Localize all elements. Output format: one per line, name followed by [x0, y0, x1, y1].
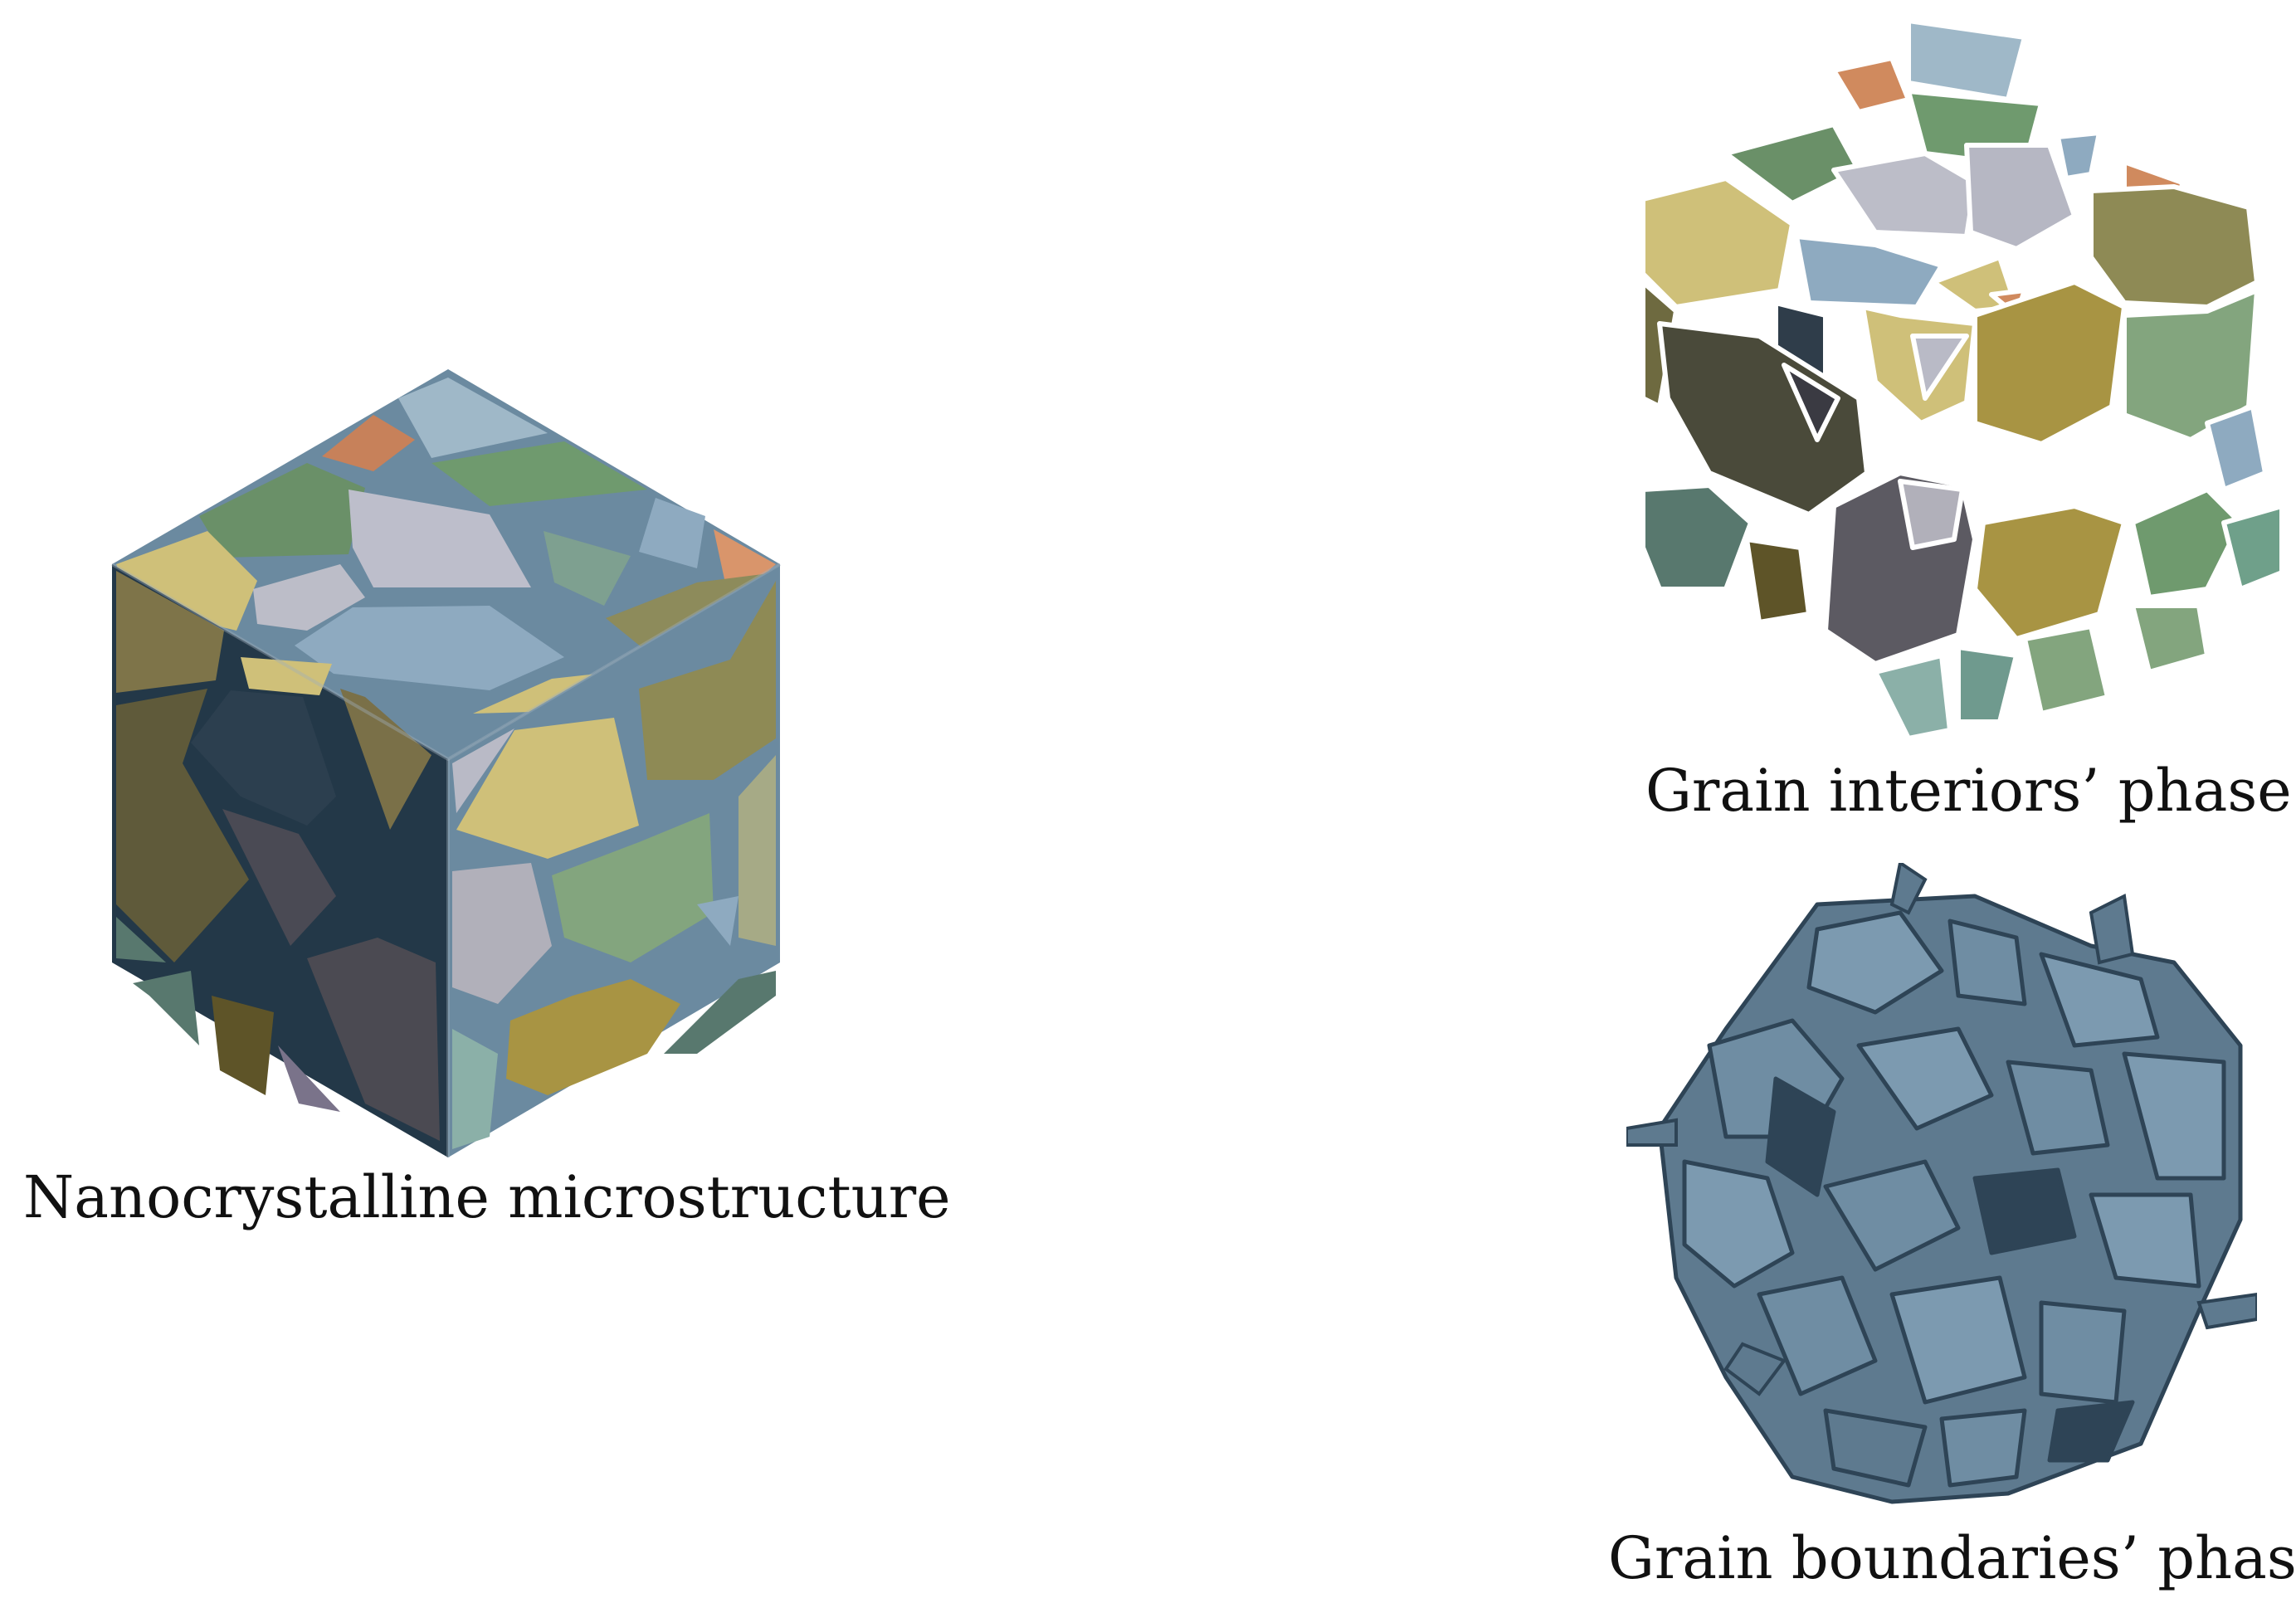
- grain: [322, 415, 415, 471]
- grain: [473, 674, 597, 714]
- grain: [452, 1029, 498, 1149]
- grain: [307, 938, 440, 1141]
- grain: [1956, 645, 2019, 724]
- boundary-cell: [1765, 1076, 1836, 1197]
- grain: [116, 571, 224, 693]
- grain: [1898, 479, 1965, 550]
- grain: [1964, 143, 2077, 251]
- grain: [199, 463, 365, 558]
- grain: [2221, 504, 2284, 592]
- grain: [452, 728, 514, 813]
- grain: [1972, 280, 2127, 446]
- grain: [2130, 603, 2210, 675]
- grain: [544, 531, 631, 606]
- grain: [506, 979, 680, 1095]
- grain: [212, 996, 274, 1095]
- grain: [552, 813, 714, 962]
- boundary-plate: [2089, 893, 2135, 965]
- boundary-cell: [1947, 919, 2027, 1006]
- boundary-plate: [1626, 1118, 1678, 1147]
- grain: [2055, 130, 2102, 181]
- grain: [191, 690, 336, 826]
- grain: [1831, 56, 1911, 115]
- boundary-cell: [1939, 1408, 2027, 1488]
- grain: [639, 581, 776, 780]
- boundary-cell: [1823, 1159, 1961, 1272]
- grain: [349, 490, 531, 587]
- boundary-cell: [2039, 1300, 2127, 1405]
- grain: [431, 441, 647, 506]
- grain: [1794, 234, 1944, 309]
- grain: [1906, 18, 2027, 102]
- grain: [2130, 487, 2243, 600]
- boundary-cell: [2047, 1400, 2135, 1463]
- grain: [398, 378, 548, 458]
- boundary-cell: [1856, 1026, 1994, 1131]
- grain: [456, 718, 639, 859]
- grain: [2089, 184, 2259, 309]
- grain: [1831, 151, 1977, 239]
- grain: [1640, 176, 1795, 309]
- grain: [739, 755, 776, 946]
- grain: [133, 971, 199, 1045]
- grain: [278, 1045, 340, 1112]
- boundary-plate: [2196, 1292, 2257, 1330]
- boundary-cell: [2122, 1051, 2226, 1181]
- boundary-cell: [2006, 1060, 2110, 1156]
- grain: [1640, 483, 1753, 592]
- grain: [639, 498, 705, 568]
- grain: [241, 657, 332, 695]
- boundary-cell: [2039, 952, 2160, 1048]
- caption-grain-boundaries-phase: Grain boundaries’ phase: [1608, 1524, 2296, 1592]
- grain: [452, 863, 552, 1004]
- grain: [1910, 334, 1969, 401]
- boundary-cell: [2089, 1192, 2201, 1289]
- grain: [2022, 624, 2110, 716]
- grain: [340, 689, 431, 830]
- boundary-cell: [1972, 1167, 2077, 1255]
- boundary-cell: [1682, 1159, 1795, 1289]
- grain: [2205, 404, 2268, 492]
- boundary-cell: [1823, 1408, 1928, 1488]
- grain: [116, 917, 166, 962]
- grain: [222, 809, 336, 946]
- grain-interiors-figure: [1640, 18, 2284, 741]
- grain: [1873, 653, 1952, 741]
- grain: [253, 564, 365, 631]
- caption-nanocrystalline-microstructure: Nanocrystalline microstructure: [23, 1163, 951, 1231]
- grain: [1657, 321, 1869, 517]
- boundary-cell: [1889, 1275, 2027, 1405]
- grain: [295, 606, 564, 690]
- boundary-plate: [1723, 1342, 1787, 1396]
- grain: [116, 689, 249, 962]
- caption-grain-interiors-phase: Grain interiors’ phase: [1645, 757, 2292, 825]
- grain: [1744, 537, 1811, 625]
- grain: [1972, 504, 2127, 641]
- boundary-plate: [1889, 863, 1928, 915]
- grain: [1782, 363, 1840, 442]
- nanocrystalline-cube: [110, 369, 782, 1157]
- boundary-cell: [1757, 1275, 1878, 1396]
- grain: [664, 971, 776, 1054]
- grain: [697, 896, 739, 946]
- grain-boundaries-figure: [1626, 863, 2257, 1504]
- boundary-cell: [1806, 910, 1944, 1015]
